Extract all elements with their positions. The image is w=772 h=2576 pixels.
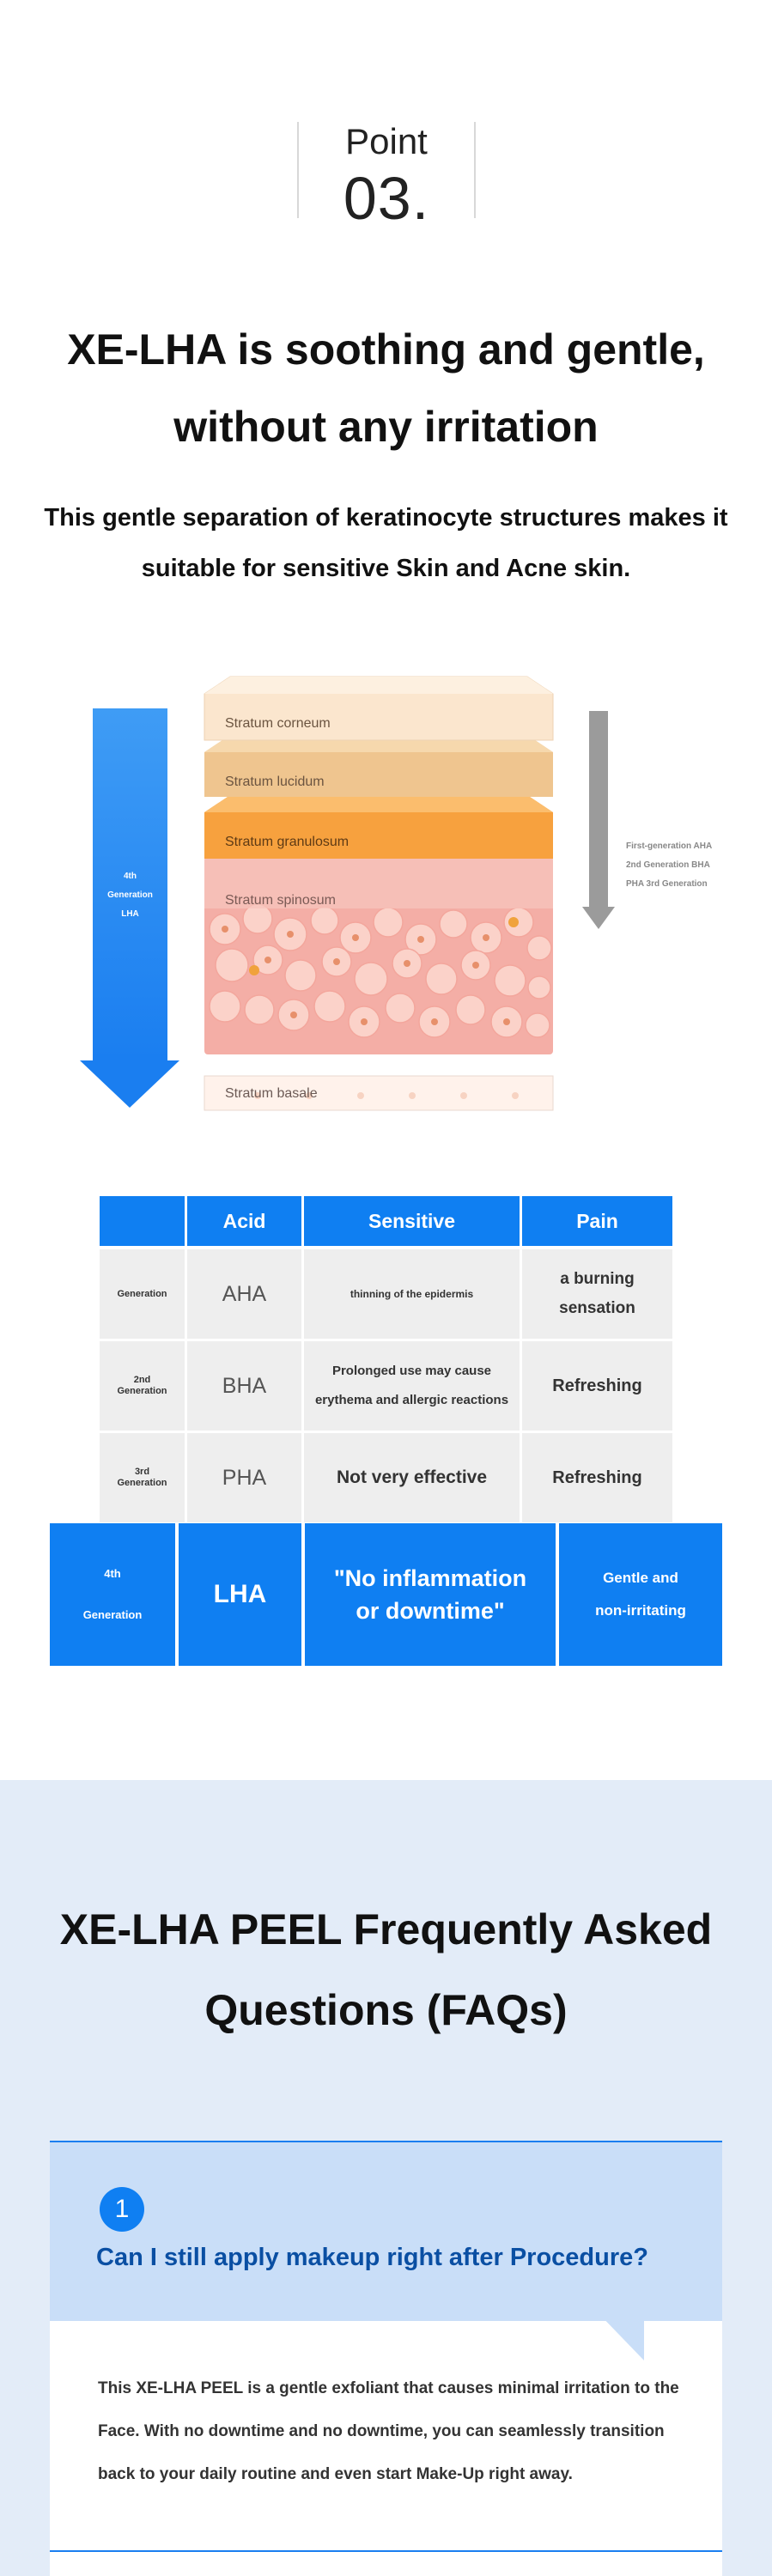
point-label: Point	[345, 121, 428, 161]
table-header-pain: Pain	[522, 1196, 672, 1246]
table-highlight-generation: 4th Generation	[50, 1523, 175, 1666]
table-row-2-acid: BHA	[187, 1341, 301, 1431]
table-row-2-pain: Refreshing	[522, 1341, 672, 1431]
point-number: 03.	[343, 165, 430, 232]
arrow-head-icon	[582, 907, 615, 929]
subtitle-line-1: This gentle separation of keratinocyte s…	[44, 504, 728, 532]
layer-lucidum: Stratum lucidum	[204, 735, 553, 804]
layer-granulosum: Stratum granulosum	[204, 795, 553, 869]
table-header-sensitive: Sensitive	[304, 1196, 520, 1246]
table-row-3-generation: 3rd Generation	[100, 1433, 185, 1522]
table-row-1-generation: Generation	[100, 1249, 185, 1339]
table-row-3-acid: PHA	[187, 1433, 301, 1522]
table-row-1-pain: a burning sensation	[522, 1249, 672, 1339]
layer-label-granulosum: Stratum granulosum	[225, 835, 350, 849]
table-row-1-acid: AHA	[187, 1249, 301, 1339]
arrow-shaft	[589, 711, 608, 907]
faq-answer: This XE-LHA PEEL is a gentle exfoliant t…	[98, 2379, 679, 2483]
faq-question[interactable]: Can I still apply makeup right after Pro…	[96, 2244, 648, 2271]
speech-bubble-tail-icon	[596, 2311, 644, 2360]
layer-spinosum: Stratum spinosum	[204, 857, 553, 1054]
faq-title: XE-LHA PEEL Frequently Asked Questions (…	[0, 1889, 772, 2050]
table-row-3-sensitive: Not very effective	[304, 1433, 520, 1522]
table-row-2-sensitive: Prolonged use may cause erythema and all…	[304, 1341, 520, 1431]
table-header-empty	[100, 1196, 185, 1246]
lha-arrow-label: 4th Generation LHA	[107, 872, 153, 919]
layer-label-spinosum: Stratum spinosum	[225, 893, 336, 908]
label-pha: PHA 3rd Generation	[626, 879, 708, 889]
layer-label-lucidum: Stratum lucidum	[225, 775, 325, 789]
layer-corneum: Stratum corneum	[204, 677, 553, 744]
faq-item-1[interactable]: 1 Can I still apply makeup right after P…	[50, 2141, 722, 2576]
table-header-acid: Acid	[187, 1196, 301, 1246]
section-subtitle: This gentle separation of keratinocyte s…	[0, 493, 772, 594]
faq-title-line-2: Questions (FAQs)	[204, 1986, 568, 2034]
label-aha: First-generation AHA	[626, 841, 713, 851]
layer-basale: Stratum basale	[204, 1076, 553, 1110]
faq-title-line-1: XE-LHA PEEL Frequently Asked	[59, 1905, 713, 1953]
next-faq-divider	[50, 2550, 722, 2552]
faq-question-panel[interactable]: 1 Can I still apply makeup right after P…	[50, 2141, 722, 2321]
table-highlight-acid: LHA	[179, 1523, 301, 1666]
layer-label-corneum: Stratum corneum	[225, 716, 331, 731]
faq-number-badge: 1	[100, 2187, 144, 2232]
gray-arrow-labels: First-generation AHA 2nd Generation BHA …	[626, 837, 712, 894]
table-highlight-sensitive: "No inflammation or downtime"	[305, 1523, 556, 1666]
label-bha: 2nd Generation BHA	[626, 860, 710, 870]
aha-bha-pha-depth-arrow	[582, 711, 615, 929]
subtitle-line-2: suitable for sensitive Skin and Acne ski…	[141, 555, 631, 582]
arrow-shaft	[93, 708, 167, 1060]
arrow-head-icon	[80, 1060, 179, 1108]
table-highlight-pain: Gentle and non-irritating	[559, 1523, 722, 1666]
lha-depth-arrow: 4th Generation LHA	[80, 708, 180, 1108]
faq-answer-panel: This XE-LHA PEEL is a gentle exfoliant t…	[50, 2321, 722, 2576]
headline-line-1: XE-LHA is soothing and gentle,	[67, 325, 705, 374]
section-headline: XE-LHA is soothing and gentle, without a…	[0, 311, 772, 465]
point-badge: Point 03.	[297, 121, 476, 228]
table-row-1-sensitive: thinning of the epidermis	[304, 1249, 520, 1339]
table-row-2-generation: 2nd Generation	[100, 1341, 185, 1431]
layer-label-basale: Stratum basale	[225, 1086, 318, 1101]
headline-line-2: without any irritation	[173, 403, 599, 451]
table-row-3-pain: Refreshing	[522, 1433, 672, 1522]
